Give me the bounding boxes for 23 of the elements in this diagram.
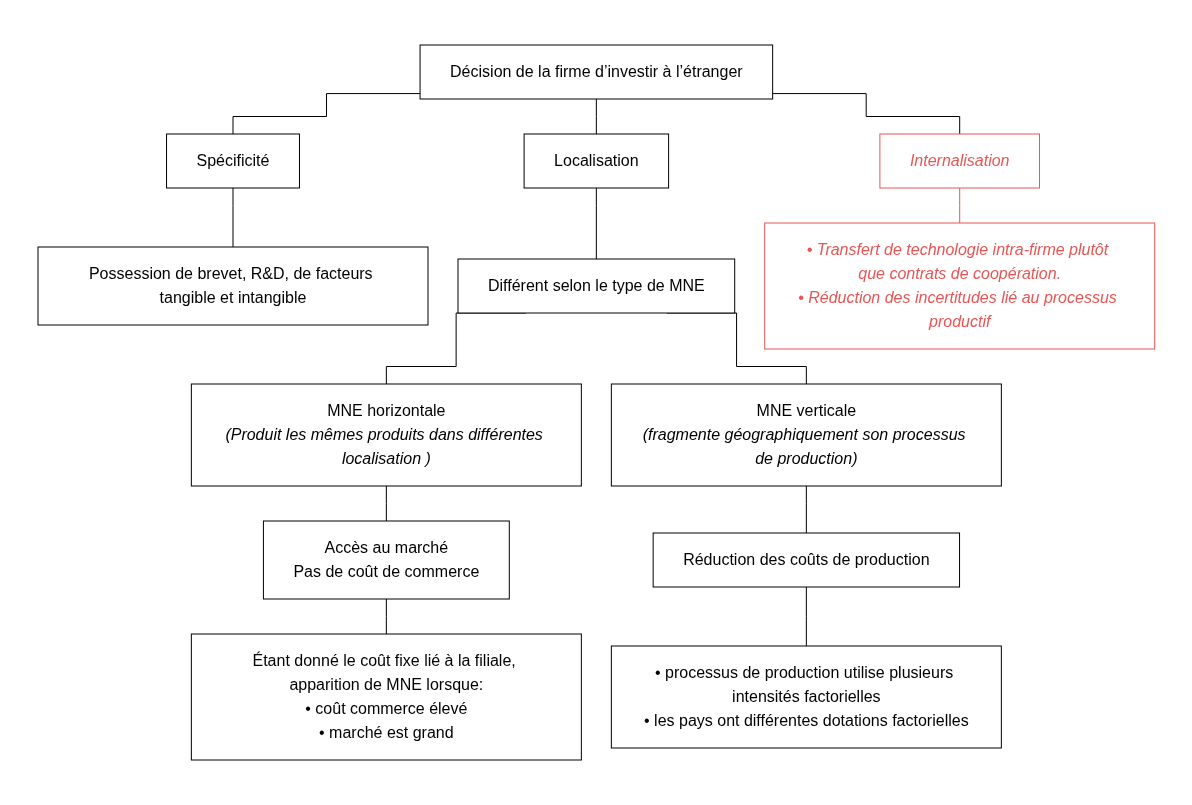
node-box: Possession de brevet, R&D, de facteurs tangible et intangible bbox=[37, 246, 429, 326]
node-box: MNE horizontale (Produit les mêmes produits dans différentes localisation ) bbox=[190, 383, 582, 487]
node-box: • Transfert de technologie intra-firme plutôt que contrats de coopération. • Réduction des incertitudes lié au processus productif bbox=[763, 222, 1155, 350]
node-box: Accès au marché Pas de coût de commerce bbox=[262, 520, 510, 600]
node-box: Spécificité bbox=[165, 133, 300, 189]
node-box: Étant donné le coût fixe lié à la filiale, apparition de MNE lorsque: • coût commerce élevé • marché est grand bbox=[190, 633, 582, 761]
node-box: Décision de la firme d’investir à l’étranger bbox=[419, 44, 773, 100]
node-box: Localisation bbox=[523, 133, 669, 189]
connector bbox=[771, 93, 960, 135]
node-box: MNE verticale (fragmente géographiquement son processus de production) bbox=[610, 383, 1002, 487]
connector bbox=[385, 598, 387, 635]
node-box: Réduction des coûts de production bbox=[652, 532, 960, 588]
connector bbox=[595, 98, 597, 135]
node-box: Différent selon le type de MNE bbox=[457, 258, 735, 314]
connector bbox=[595, 187, 597, 260]
node-box: • processus de production utilise plusieurs intensités factorielles • les pays ont différentes dotations factorielles bbox=[610, 645, 1002, 749]
connector bbox=[805, 586, 807, 647]
connector bbox=[805, 485, 807, 534]
connector bbox=[232, 187, 234, 248]
node-box: Internalisation bbox=[879, 133, 1040, 189]
connector bbox=[958, 187, 960, 224]
connector bbox=[232, 93, 421, 135]
connector bbox=[385, 485, 387, 522]
